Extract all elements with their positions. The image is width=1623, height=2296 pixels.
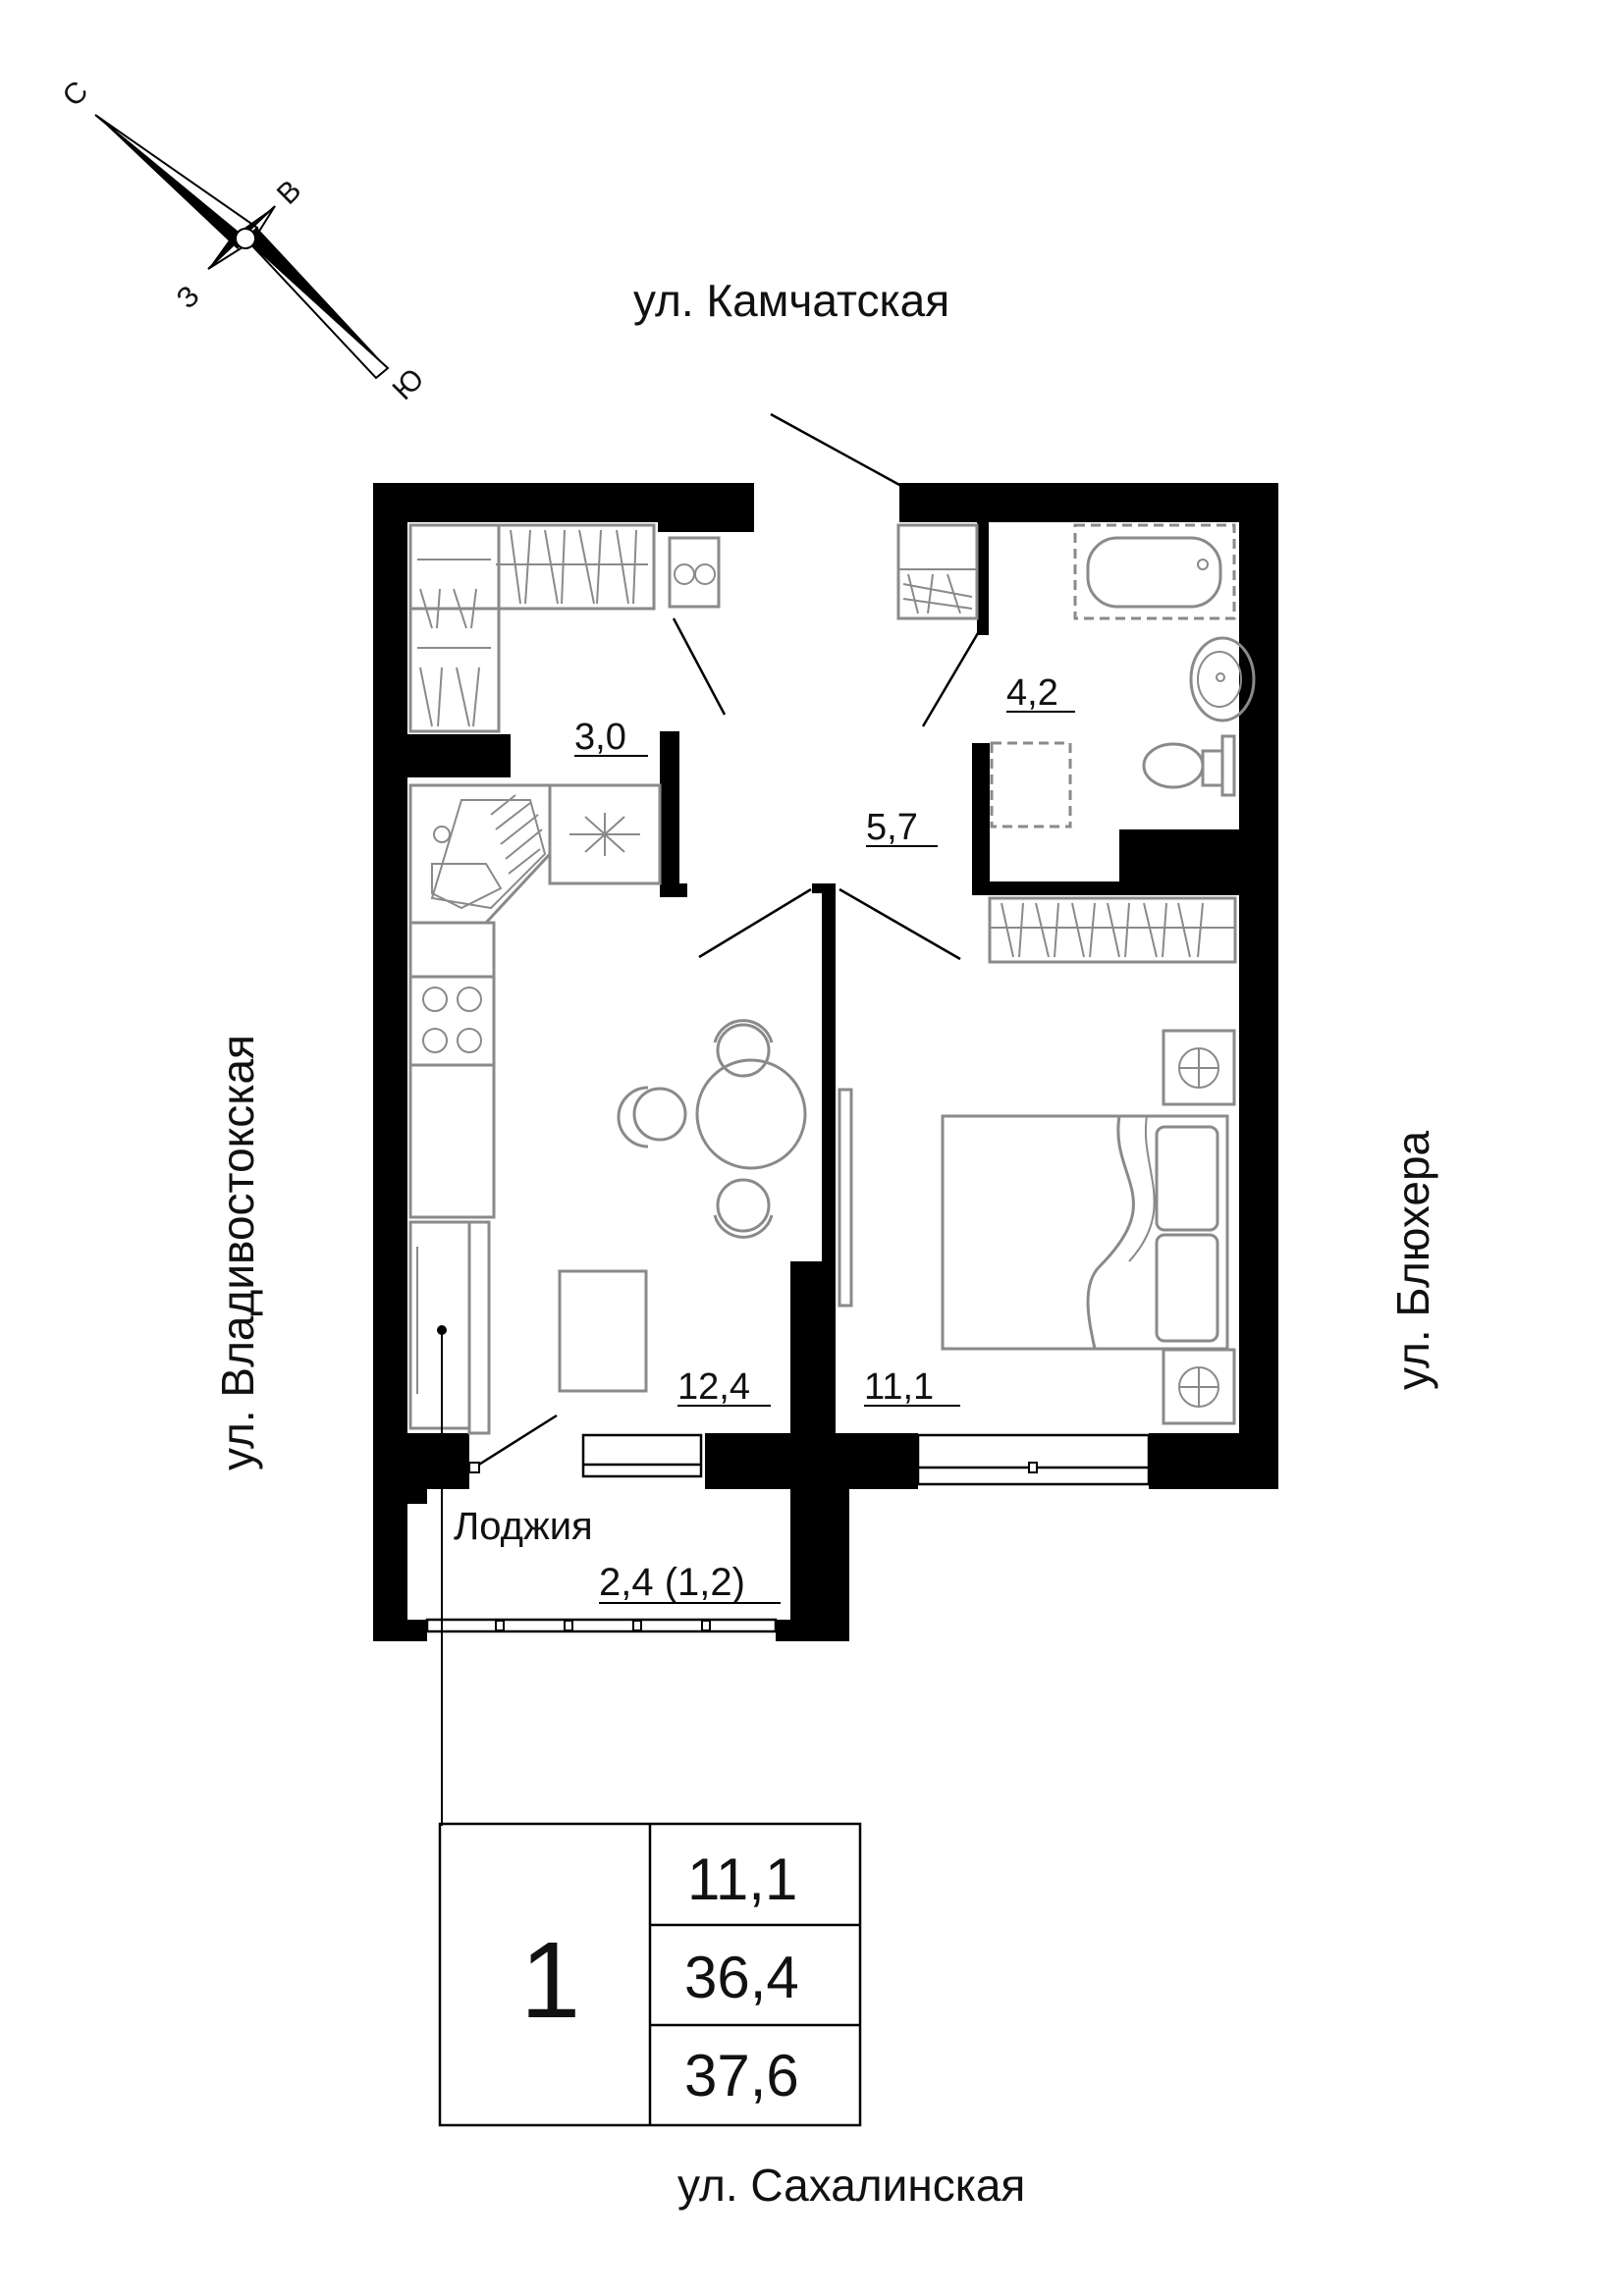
storage-area-label: 3,0 (574, 717, 626, 758)
rooms-count-value: 1 (520, 1920, 580, 2041)
walls (373, 483, 1278, 1641)
total-with-loggia-value: 37,6 (684, 2043, 799, 2109)
compass-rose: С В З Ю (57, 75, 431, 406)
hall-area-label: 5,7 (866, 807, 918, 848)
kitchen-area-label: 12,4 (677, 1366, 750, 1408)
windows (425, 1433, 1151, 1633)
bathroom-area-label: 4,2 (1006, 672, 1058, 714)
loggia-area-label: 2,4 (1,2) (599, 1561, 745, 1604)
kitchen-furniture (408, 783, 807, 1435)
compass-north-label: С (57, 75, 95, 113)
doors (468, 412, 980, 1473)
street-left-label: ул. Владивостокская (212, 1035, 263, 1470)
summary-table: 1 11,1 36,4 37,6 (438, 1822, 862, 2127)
bedroom-furniture (838, 896, 1237, 1425)
street-top-label: ул. Камчатская (633, 275, 949, 326)
storage-furniture (408, 523, 721, 733)
compass-east-label: В (271, 174, 307, 210)
bathroom-fixtures (990, 523, 1256, 828)
compass-west-label: З (171, 280, 206, 315)
hall-wardrobe (896, 523, 979, 620)
loggia-label: Лоджия (454, 1505, 593, 1548)
total-area-value: 36,4 (684, 1945, 799, 2010)
compass-south-label: Ю (387, 362, 431, 406)
street-right-label: ул. Блюхера (1387, 1130, 1438, 1390)
bedroom-area-label: 11,1 (864, 1366, 934, 1408)
living-area-value: 11,1 (687, 1846, 797, 1912)
street-bottom-label: ул. Сахалинская (677, 2160, 1025, 2211)
